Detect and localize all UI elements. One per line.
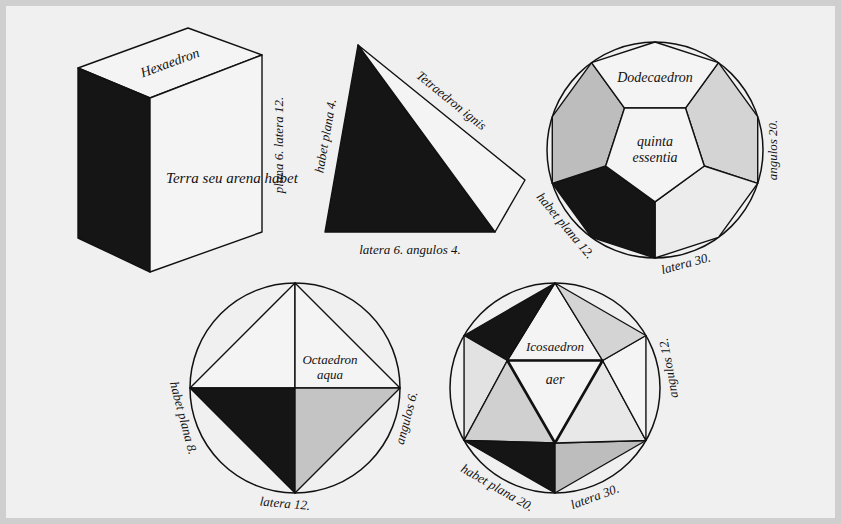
solid-label: latera 30.	[568, 482, 620, 513]
solid-label: latera 6. angulos 4.	[359, 243, 460, 258]
solid-label: plana 6. latera 12.	[272, 97, 287, 193]
solid-figure: Octaedron aquahabet plana 8.latera 12.an…	[165, 272, 427, 520]
solid-face	[150, 55, 262, 272]
solid-face	[592, 42, 719, 108]
solid-face	[606, 108, 705, 202]
solid-face	[295, 388, 400, 493]
solid-label: angulos 6.	[393, 390, 421, 446]
solid-label: Terra seu arena habet	[166, 170, 248, 187]
solid-label: Octaedron aqua	[299, 353, 361, 382]
solid-label: Icosaedron	[526, 340, 584, 355]
solid-face	[190, 283, 295, 388]
solid-face	[78, 68, 150, 272]
solid-face	[295, 283, 400, 388]
solid-label: habet plana 4.	[312, 98, 339, 174]
solid-label: latera 12.	[259, 494, 311, 513]
paper-ground	[6, 6, 835, 518]
solid-label: quinta essentia	[624, 134, 686, 165]
solid-face	[555, 441, 646, 494]
circumscribed-circle	[547, 42, 763, 258]
solid-figure: HexaedronTerra seu arena habetplana 6. l…	[60, 15, 300, 285]
solid-illustration	[300, 30, 540, 270]
solid-label: aer	[546, 372, 565, 388]
solid-figure: Icosaedronaerhabet plana 20.latera 30.an…	[440, 272, 702, 520]
solid-figure: Dodecaedronquinta essentiahabet plana 12…	[535, 30, 797, 280]
solid-face	[358, 45, 525, 232]
solid-face	[190, 388, 295, 493]
solid-illustration	[165, 272, 427, 520]
solid-face	[507, 361, 602, 444]
solid-label: Dodecaedron	[617, 70, 693, 86]
solid-label: angulos 20.	[766, 120, 781, 181]
solid-figure: habet plana 4.Tetraedron ignislatera 6. …	[300, 30, 540, 270]
circumscribed-circle	[450, 283, 660, 493]
circumscribed-circle	[190, 283, 400, 493]
